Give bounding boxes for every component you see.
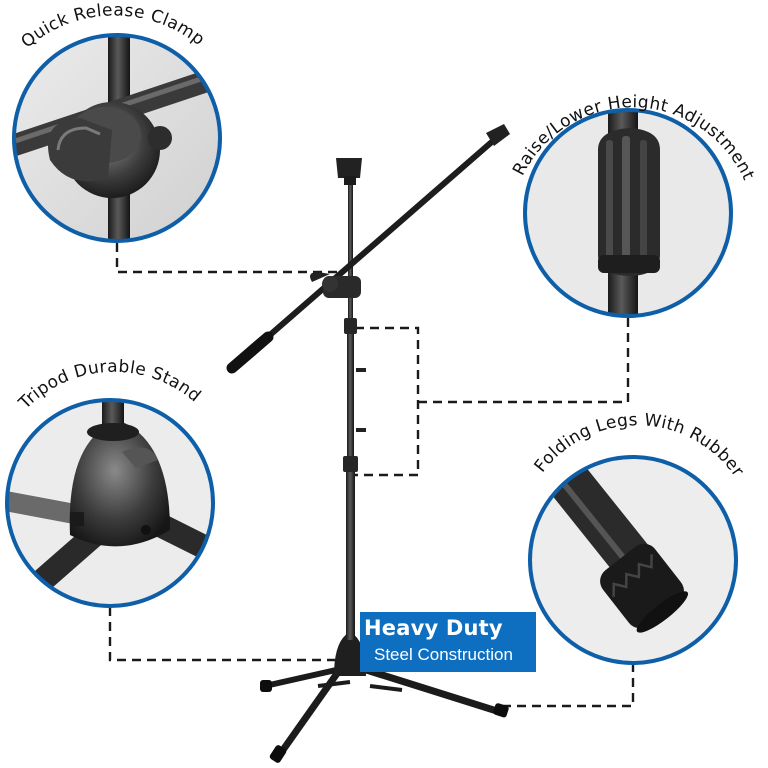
callout-legs-border	[528, 455, 738, 665]
tripod-hub	[334, 632, 366, 676]
microphone-stand	[226, 124, 510, 763]
badge-subtitle: Steel Construction	[374, 645, 513, 664]
callout-tripod-circle	[7, 400, 213, 606]
leader-line-clamp	[115, 243, 345, 274]
tripod-leg-left	[274, 661, 347, 761]
callout-clamp-circle	[14, 35, 220, 241]
leader-line-tripod	[108, 607, 340, 662]
callout-tripod-border	[5, 398, 215, 608]
tripod-leg-right	[356, 664, 504, 716]
leader-line-height	[355, 326, 420, 477]
mic-clip-boom	[486, 124, 510, 146]
callout-clamp-border	[12, 33, 222, 243]
leader-line-height-connector	[418, 318, 630, 404]
badge-title: Heavy Duty	[364, 616, 503, 640]
pole-middle	[347, 320, 354, 465]
pole-lower	[346, 460, 355, 640]
callout-height-circle	[525, 110, 731, 316]
mic-clip-top	[336, 158, 362, 178]
tripod-leg-back	[262, 665, 348, 689]
boom-arm	[229, 137, 497, 371]
heavy-duty-badge: Heavy Duty Steel Construction	[360, 612, 536, 672]
leader-lines	[108, 243, 635, 708]
pole-upper	[348, 182, 353, 324]
boom-clamp	[310, 272, 361, 298]
callout-height-border	[523, 108, 733, 318]
callout-legs-circle	[530, 457, 736, 663]
